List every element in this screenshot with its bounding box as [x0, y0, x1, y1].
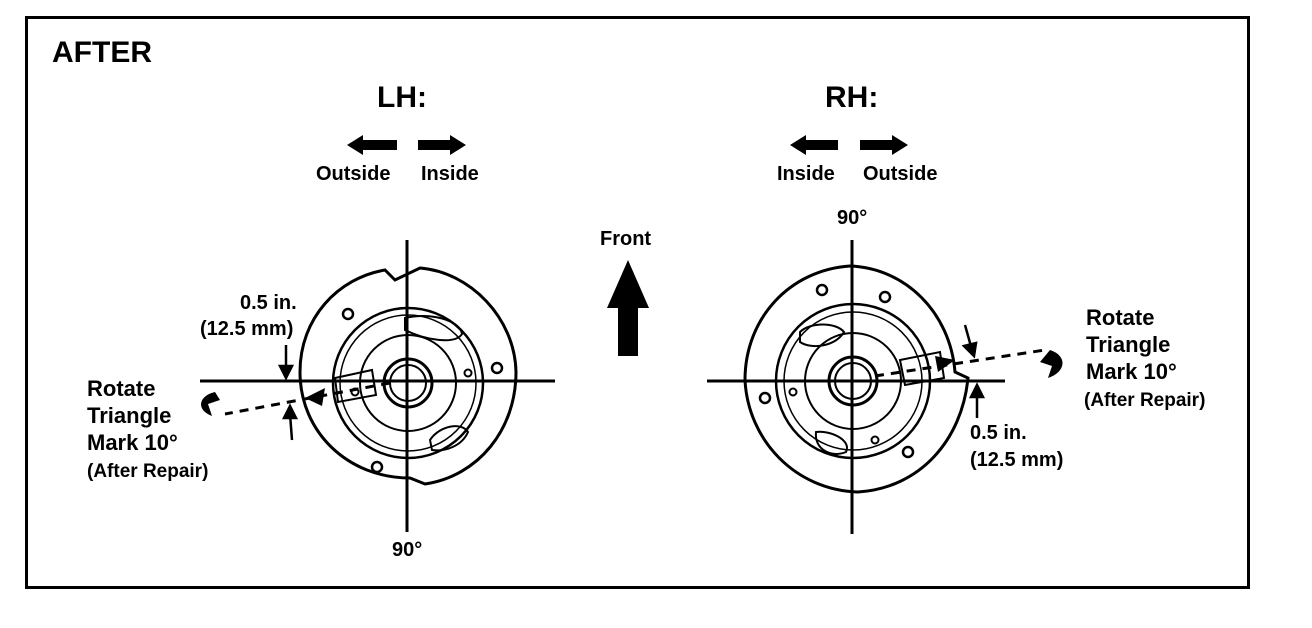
rh-crosshair: [707, 240, 1005, 534]
rh-mark-label: Mark 10°: [1086, 359, 1177, 384]
lh-crosshair: [200, 240, 555, 532]
lh-rotation-indicator: [201, 381, 391, 416]
lh-heading: LH:: [377, 81, 427, 114]
front-label: Front: [600, 228, 652, 250]
lh-triangle-label: Triangle: [87, 403, 172, 428]
lh-after-repair: (After Repair): [87, 461, 209, 482]
rh-direction-arrows: [790, 135, 908, 155]
lh-inside-label: Inside: [421, 163, 479, 185]
lh-rotate-label: Rotate: [87, 376, 156, 401]
diagram-frame: [25, 16, 1250, 589]
lh-arrow-right-icon: [418, 135, 466, 155]
rh-rotate-label: Rotate: [1086, 305, 1155, 330]
lh-mark-label: Mark 10°: [87, 430, 178, 455]
rh-triangle-label: Triangle: [1086, 332, 1171, 357]
rh-rotation-indicator: [874, 348, 1063, 378]
lh-angle-label: 90°: [392, 539, 423, 561]
lh-measure-in: 0.5 in.: [240, 292, 297, 314]
lh-direction-arrows: [347, 135, 466, 155]
lh-measure-arrows: [277, 345, 299, 441]
rh-hub-assembly: [743, 264, 970, 494]
rh-after-repair: (After Repair): [1084, 390, 1206, 411]
rh-measure-arrows: [961, 324, 986, 418]
rh-outside-label: Outside: [863, 163, 938, 185]
rh-arrow-right-icon: [860, 135, 908, 155]
lh-outside-label: Outside: [316, 163, 391, 185]
rh-angle-label: 90°: [837, 207, 868, 229]
rh-arrow-left-icon: [790, 135, 838, 155]
front-arrow-icon: [607, 260, 649, 356]
rh-inside-label: Inside: [777, 163, 835, 185]
rh-measure-in: 0.5 in.: [970, 422, 1027, 444]
page-title: AFTER: [52, 36, 152, 69]
rh-heading: RH:: [825, 81, 879, 114]
lh-measure-mm: (12.5 mm): [200, 318, 294, 340]
rh-measure-mm: (12.5 mm): [970, 449, 1064, 471]
lh-arrow-left-icon: [347, 135, 397, 155]
